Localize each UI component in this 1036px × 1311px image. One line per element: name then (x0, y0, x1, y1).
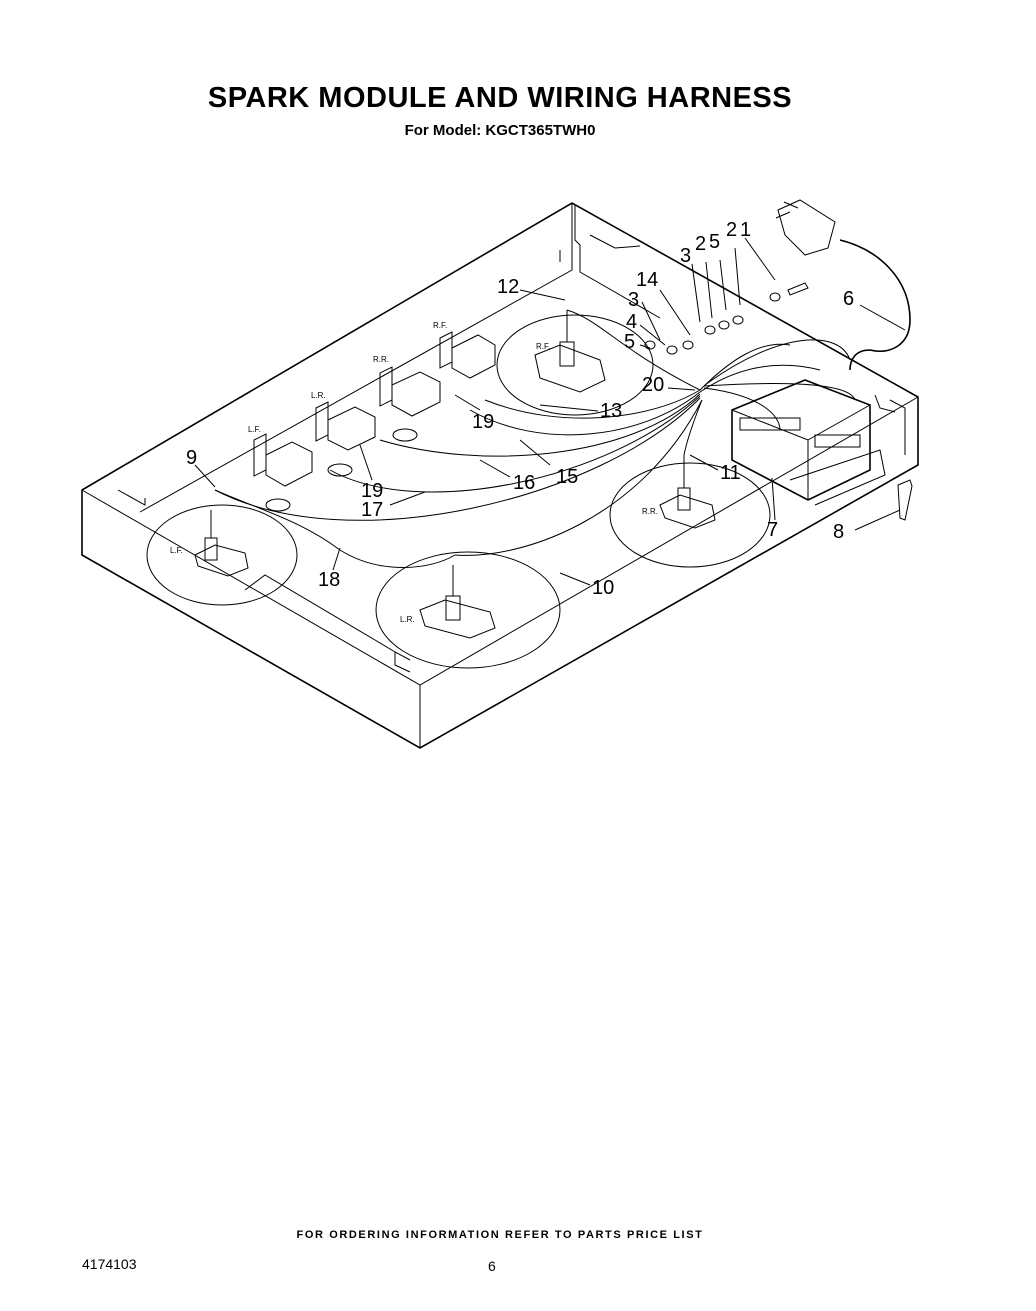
igniter-lr (419, 565, 496, 639)
callout-13: 13 (600, 400, 622, 422)
label-rr: R.R. (642, 507, 658, 516)
callout-10: 10 (592, 577, 614, 599)
callout-2a: 2 (726, 219, 737, 241)
callout-12: 12 (497, 276, 519, 298)
callout-1: 1 (740, 219, 751, 241)
igniter-rf (534, 310, 606, 393)
hardware-parts (644, 282, 913, 521)
callout-8: 8 (833, 521, 844, 543)
callout-3a: 3 (680, 245, 691, 267)
callout-5a: 5 (709, 231, 720, 253)
igniter-lf (194, 510, 249, 577)
callout-6: 6 (843, 288, 854, 310)
callout-14: 14 (636, 269, 658, 291)
spark-module (731, 379, 886, 506)
callout-20: 20 (642, 374, 664, 396)
label-rf-top: R.F. (433, 321, 447, 330)
callout-19b: 19 (361, 480, 383, 502)
callout-15: 15 (556, 466, 578, 488)
valve-switches (253, 331, 496, 512)
callout-19a: 19 (472, 411, 494, 433)
callout-7: 7 (767, 519, 778, 541)
callout-3b: 3 (628, 289, 639, 311)
callout-4: 4 (626, 311, 637, 333)
ordering-note: FOR ORDERING INFORMATION REFER TO PARTS … (296, 1229, 704, 1241)
model-subtitle: For Model: KGCT365TWH0 (404, 122, 596, 139)
label-lf: L.F. (170, 546, 183, 555)
burner-recesses (146, 314, 771, 669)
callout-17: 17 (361, 499, 383, 521)
wiring-harness (214, 309, 856, 568)
burner-igniters (194, 310, 716, 639)
callout-11: 11 (720, 462, 741, 484)
label-lr-top: L.R. (311, 391, 326, 400)
callout-16: 16 (513, 472, 535, 494)
igniter-rr (659, 455, 716, 529)
label-lr: L.R. (400, 615, 415, 624)
page-title: SPARK MODULE AND WIRING HARNESS (207, 82, 793, 114)
page-number: 6 (488, 1258, 496, 1274)
cooktop-housing (81, 202, 919, 749)
power-cord (775, 199, 911, 371)
callout-9: 9 (186, 447, 197, 469)
label-rr-top: R.R. (373, 355, 389, 364)
document-number: 4174103 (82, 1256, 137, 1272)
label-rf: R.F. (536, 342, 550, 351)
callout-5b: 5 (624, 331, 635, 353)
leader-lines (194, 237, 906, 586)
callout-18: 18 (318, 569, 340, 591)
callout-2b: 2 (695, 233, 706, 255)
label-lf-top: L.F. (248, 425, 261, 434)
